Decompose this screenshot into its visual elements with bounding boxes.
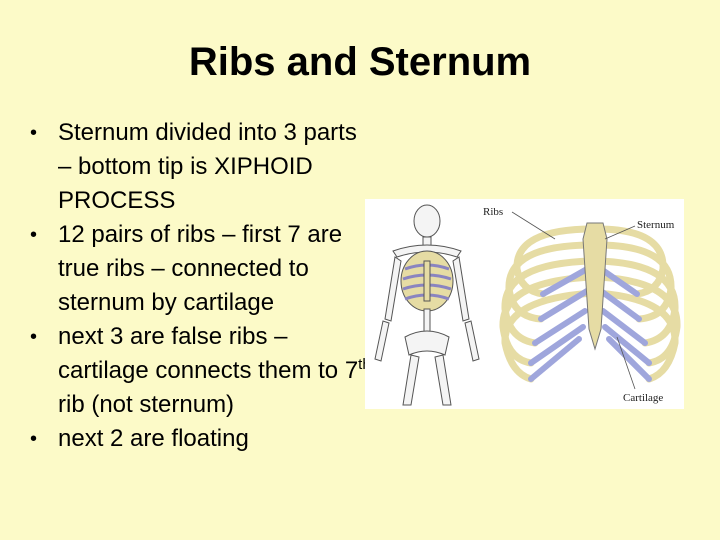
ribs-pointer-line	[511, 211, 556, 240]
ribcage-detail	[499, 222, 681, 383]
bullet-dot-icon: •	[30, 224, 38, 246]
bullet-dot-icon: •	[30, 122, 38, 144]
bullet-text: Sternum divided into 3 parts – bottom ti…	[58, 119, 357, 214]
slide-title: Ribs and Sternum	[188, 40, 532, 84]
bullet-text: next 2 are floating	[58, 425, 249, 452]
sternum-pointer-line	[604, 225, 636, 240]
sternum-label: Sternum	[637, 219, 675, 231]
bullet-dot-icon: •	[30, 428, 38, 450]
skeleton-figure	[374, 204, 480, 406]
bullet-text-post: rib (not sternum)	[58, 391, 235, 418]
bullet-item: • Sternum divided into 3 parts – bottom …	[28, 116, 373, 218]
ribs-label: Ribs	[483, 206, 503, 218]
ribs	[499, 225, 681, 383]
bullet-item: • 12 pairs of ribs – first 7 are true ri…	[28, 218, 373, 320]
cartilage-label: Cartilage	[623, 392, 663, 404]
bullet-dot-icon: •	[30, 326, 38, 348]
cartilage	[528, 266, 652, 382]
bullet-item: • next 2 are floating	[28, 422, 373, 456]
ribcage-illustration: Ribs Sternum Cartilage	[365, 199, 684, 409]
cartilage-pointer-line	[616, 336, 636, 390]
bullet-item: • next 3 are false ribs – cartilage conn…	[28, 320, 373, 422]
bullet-text-pre: next 3 are false ribs – cartilage connec…	[58, 323, 359, 384]
sternum	[582, 222, 608, 351]
bullet-list: • Sternum divided into 3 parts – bottom …	[28, 116, 373, 456]
bullet-text: 12 pairs of ribs – first 7 are true ribs…	[58, 221, 343, 316]
